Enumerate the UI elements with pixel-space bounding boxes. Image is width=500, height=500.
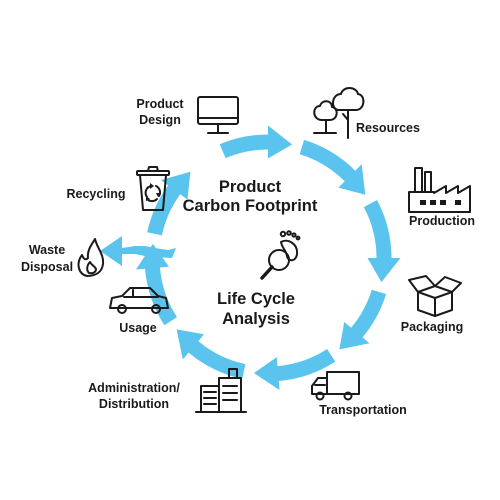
monitor-icon: [197, 96, 239, 134]
center-title-line2: Carbon Footprint: [183, 197, 318, 215]
cycle-arrow-4: [339, 289, 387, 350]
cycle-arrow-5: [253, 349, 336, 390]
recycle-bin-icon: [136, 166, 170, 211]
label-disposal: Disposal: [21, 260, 73, 274]
label-administration: Administration/: [88, 381, 180, 395]
box-icon: [408, 275, 462, 317]
label-distribution: Distribution: [99, 397, 169, 411]
cycle-arrow-8: [147, 171, 191, 236]
cycle-arrow-2: [299, 139, 366, 195]
factory-icon: [408, 167, 471, 213]
cycle-arrow-1: [219, 125, 293, 159]
label-recycling: Recycling: [66, 187, 125, 201]
label-usage: Usage: [119, 321, 157, 335]
cycle-arrows: [136, 125, 401, 390]
center-title-line1: Product: [219, 178, 282, 196]
cycle-arrow-6: [176, 329, 246, 379]
label-product-design-2: Design: [139, 113, 181, 127]
center-subtitle-line2: Analysis: [222, 310, 290, 328]
label-waste: Waste: [29, 243, 65, 257]
center-subtitle-line1: Life Cycle: [217, 290, 295, 308]
footprint-magnifier-icon: [260, 230, 301, 280]
label-production: Production: [409, 214, 475, 228]
flame-icon: [77, 238, 105, 277]
trees-icon: [313, 87, 365, 139]
truck-icon: [311, 371, 360, 401]
label-transportation: Transportation: [319, 403, 407, 417]
buildings-icon: [195, 368, 247, 413]
label-product-design-1: Product: [136, 97, 184, 111]
waste-branch-arrow: [100, 236, 176, 266]
label-resources: Resources: [356, 121, 420, 135]
cycle-arrow-3: [363, 200, 401, 283]
label-packaging: Packaging: [401, 320, 464, 334]
car-icon: [109, 287, 169, 314]
